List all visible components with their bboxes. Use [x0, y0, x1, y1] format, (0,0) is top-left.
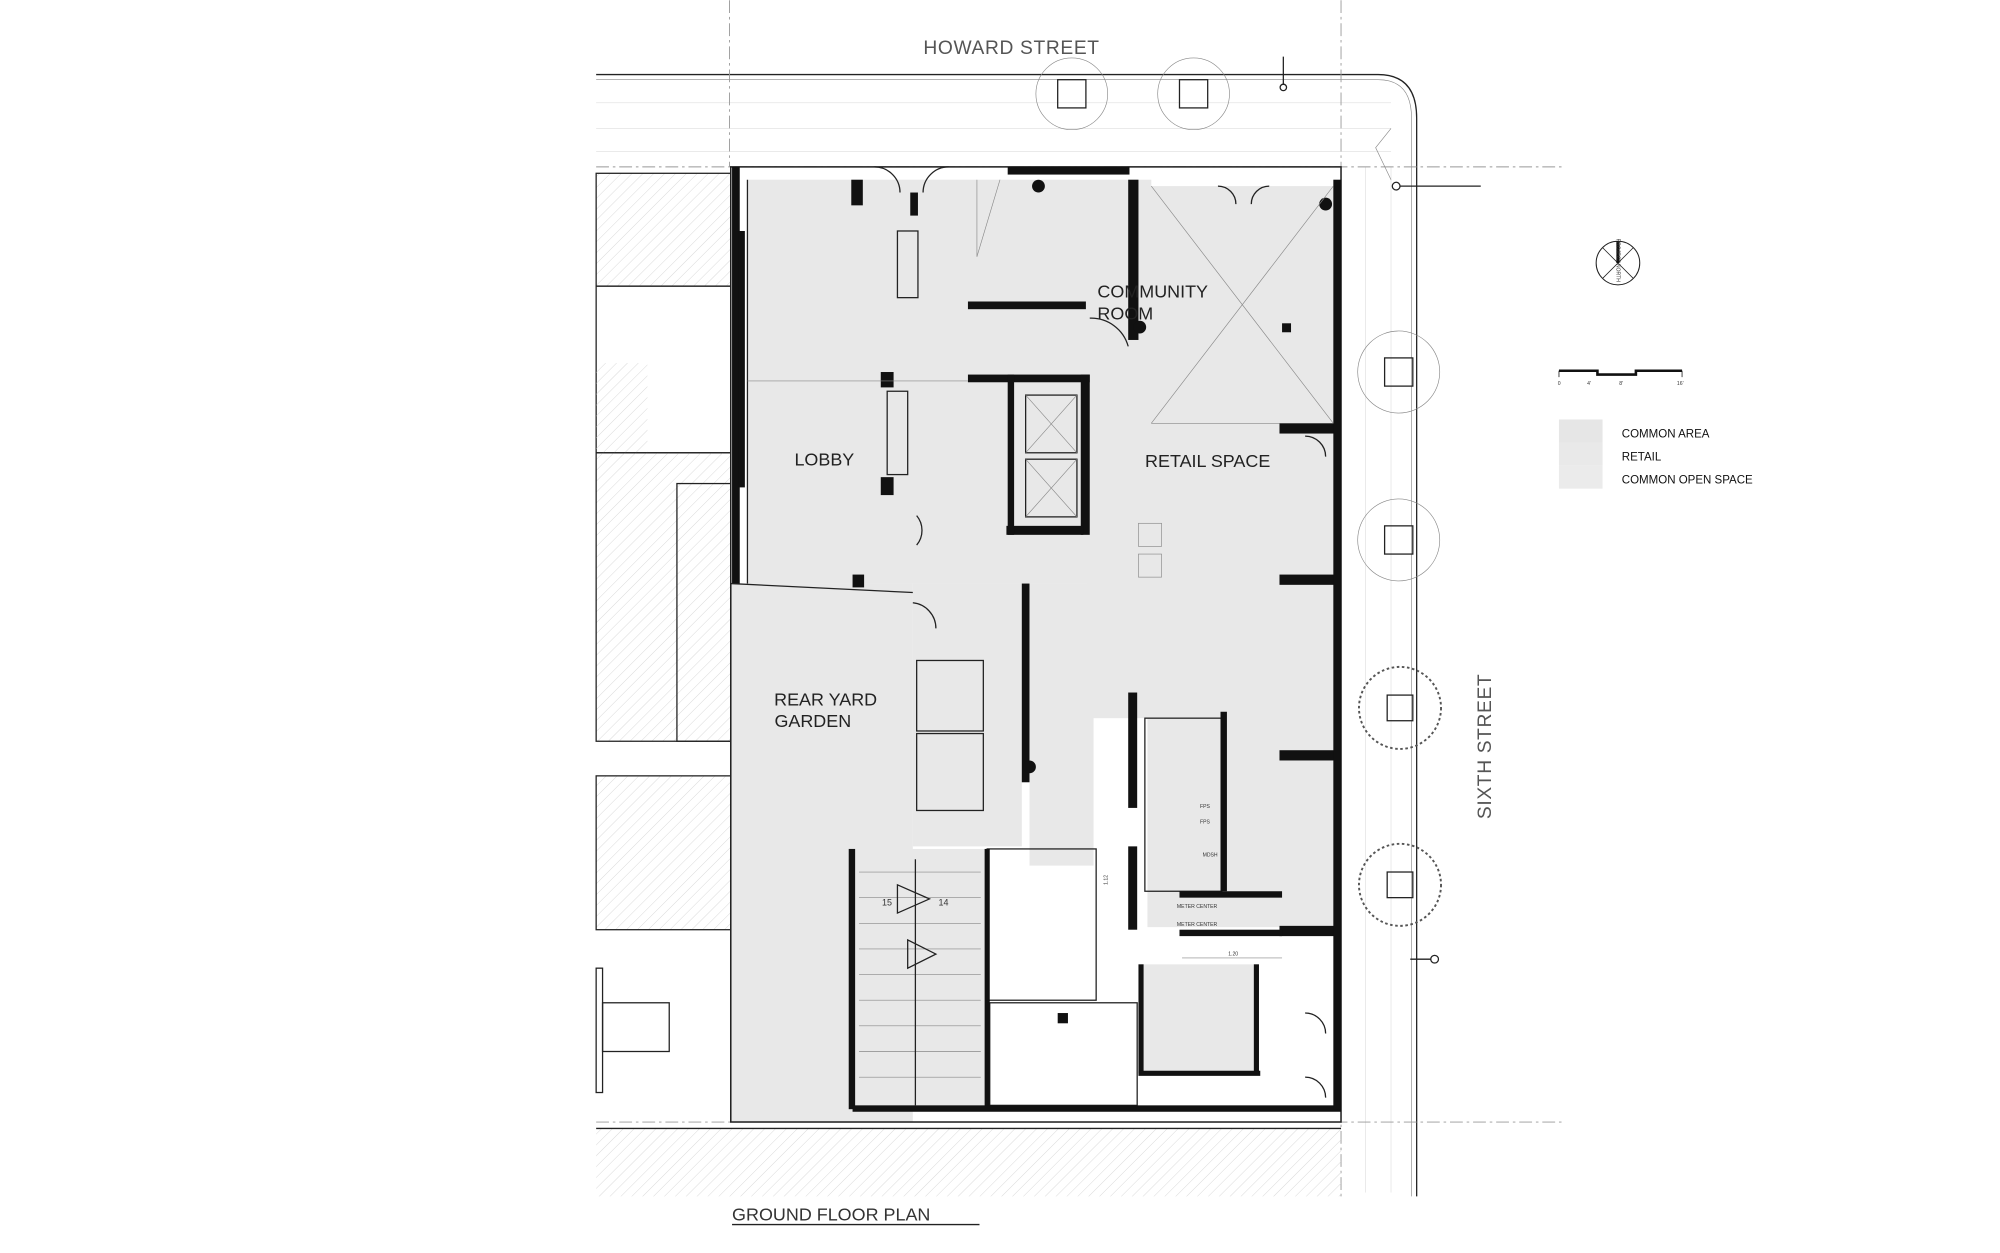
- dimension-label-2: 1.12: [1104, 875, 1110, 885]
- fps-label-2: FPS: [1200, 819, 1211, 825]
- retail-space-label: RETAIL SPACE: [1145, 451, 1270, 471]
- rear-yard-label-2: GARDEN: [774, 711, 851, 731]
- scale-tick-0: 0: [1558, 381, 1561, 387]
- meter-center-label-2: METER CENTER: [1177, 922, 1218, 928]
- scale-tick-8: 8': [1619, 381, 1623, 387]
- legend-label-common-area: COMMON AREA: [1622, 428, 1710, 440]
- legend-label-common-open-space: COMMON OPEN SPACE: [1622, 475, 1753, 487]
- meter-center-label-1: METER CENTER: [1177, 904, 1218, 910]
- legend-swatch-retail: [1558, 442, 1603, 466]
- sixth-street-label: SIXTH STREET: [1475, 674, 1496, 819]
- rear-yard-label-1: REAR YARD: [774, 689, 877, 709]
- walls: [730, 166, 1342, 1123]
- fps-label-1: FPS: [1200, 804, 1211, 810]
- fixtures: [747, 166, 1334, 1098]
- legend-swatch-common-area: [1558, 419, 1603, 443]
- scale-tick-4: 4': [1587, 381, 1591, 387]
- legend-label-retail: RETAIL: [1622, 451, 1662, 463]
- drawing-title: GROUND FLOOR PLAN: [732, 1205, 930, 1225]
- street-trees: [1035, 56, 1481, 964]
- dimension-label-1: 1.20: [1228, 951, 1238, 957]
- legend-swatch-common-open-space: [1558, 465, 1603, 489]
- community-room-label-2: ROOM: [1097, 303, 1153, 323]
- stair-area: [848, 848, 985, 1110]
- stair: [858, 859, 981, 1106]
- howard-street-label: HOWARD STREET: [923, 38, 1099, 59]
- corridor-area: [912, 583, 1022, 847]
- project-north-label: PROJECT NORTH: [1615, 239, 1621, 283]
- community-room-label-1: COMMUNITY: [1097, 282, 1208, 302]
- mdsh-label: MDSH: [1203, 853, 1218, 859]
- legend: COMMON AREA RETAIL COMMON OPEN SPACE: [1558, 419, 1753, 489]
- retail-area: [1147, 186, 1342, 928]
- sidewalk-grid: [596, 79, 1392, 1193]
- north-arrow-icon: [1595, 240, 1641, 286]
- scale-tick-16: 16': [1677, 381, 1684, 387]
- adjacent-buildings: [595, 172, 1342, 1197]
- lobby-label: LOBBY: [794, 450, 854, 470]
- stair-number-14: 14: [938, 897, 948, 907]
- scale-bar: [1558, 369, 1683, 378]
- stair-number-15: 15: [882, 897, 892, 907]
- building-areas: [730, 179, 1342, 1123]
